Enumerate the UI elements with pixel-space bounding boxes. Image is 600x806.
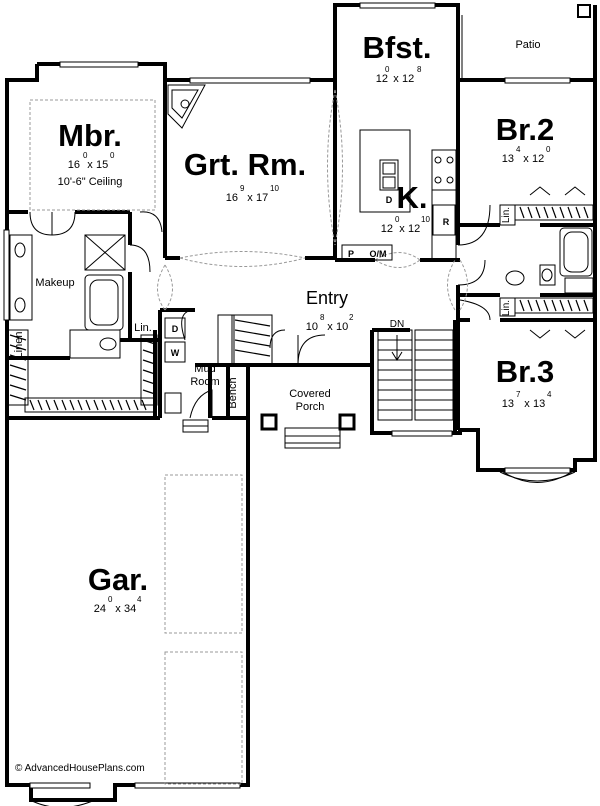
- room-dim-br2-w: 13: [502, 153, 514, 165]
- room-dim-entry-di: 2: [349, 313, 354, 322]
- room-dim-entry-d: 10: [336, 321, 348, 333]
- closet-doors: [529, 186, 586, 339]
- closet-hatching: [9, 206, 589, 411]
- room-dim-sep: x: [247, 192, 253, 204]
- closets: [7, 204, 594, 413]
- room-name-mbr: Mbr.: [58, 118, 122, 153]
- room-dim-gar-d: 34: [124, 603, 136, 615]
- room-dim-kitchen-wi: 0: [395, 215, 400, 224]
- room-note-mbr: 10'-6" Ceiling: [58, 176, 123, 188]
- room-dim-gar-w: 24: [94, 603, 106, 615]
- room-dim-sep: x: [524, 398, 530, 410]
- room-dim-kitchen-w: 12: [381, 223, 393, 235]
- room-dim-grtrm-w: 16: [226, 192, 238, 204]
- label-lin-mbr: Lin.: [134, 322, 152, 334]
- windows: [3, 2, 571, 789]
- label-lin-br3: Lin.: [501, 300, 512, 316]
- label-mud-line1: Mud: [194, 363, 215, 375]
- room-dim-mbr-di: 0: [110, 151, 115, 160]
- room-dim-entry-w: 10: [306, 321, 318, 333]
- room-dim-br3-wi: 7: [516, 390, 521, 399]
- room-dim-sep: x: [523, 153, 529, 165]
- laundry: [164, 317, 186, 414]
- room-name-gar: Gar.: [88, 562, 148, 597]
- bath-fixtures: [9, 227, 594, 359]
- label-fridge: R: [443, 217, 450, 227]
- label-porch-line2: Porch: [296, 401, 325, 413]
- room-dim-br2-wi: 4: [516, 145, 521, 154]
- room-dim-mbr-w: 16: [68, 159, 80, 171]
- room-dim-sep: x: [393, 73, 399, 85]
- room-dim-kitchen-d: 12: [408, 223, 420, 235]
- fireplace-icon: [167, 84, 206, 129]
- room-dim-grtrm-wi: 9: [240, 184, 245, 193]
- label-porch-line1: Covered: [289, 388, 331, 400]
- room-dim-sep: x: [399, 223, 405, 235]
- label-dryer: D: [172, 324, 179, 334]
- label-pantry: P: [348, 249, 354, 259]
- dashed-openings: [29, 89, 468, 785]
- room-dim-gar-wi: 0: [108, 595, 113, 604]
- room-dim-sep: x: [115, 603, 121, 615]
- room-dim-grtrm-di: 10: [270, 184, 279, 193]
- door-swings: [29, 204, 491, 419]
- room-name-kitchen: K.: [397, 180, 428, 215]
- room-dim-kitchen-di: 10: [421, 215, 430, 224]
- room-name-br2: Br.2: [496, 112, 555, 147]
- room-dim-sep: x: [327, 321, 333, 333]
- kitchen-fixtures: [341, 129, 457, 261]
- label-linen: Linen: [13, 332, 25, 359]
- room-dim-bfst-wi: 0: [385, 65, 390, 74]
- room-name-grtrm: Grt. Rm.: [184, 147, 306, 182]
- room-dim-mbr-wi: 0: [83, 151, 88, 160]
- label-stair-down: DN: [390, 319, 404, 330]
- label-washer: W: [171, 348, 180, 358]
- label-oven-micro: O/M: [370, 249, 387, 259]
- label-lin-br2: Lin.: [501, 207, 512, 223]
- room-dim-grtrm-d: 17: [256, 192, 268, 204]
- label-patio: Patio: [515, 39, 540, 51]
- room-dim-mbr-d: 15: [96, 159, 108, 171]
- stairs: [377, 329, 454, 421]
- label-mud-line2: Room: [190, 376, 219, 388]
- room-dim-sep: x: [87, 159, 93, 171]
- room-dim-entry-wi: 8: [320, 313, 325, 322]
- porch: [182, 413, 356, 449]
- room-dim-br3-d: 13: [533, 398, 545, 410]
- room-dim-br3-di: 4: [547, 390, 552, 399]
- label-makeup: Makeup: [35, 277, 74, 289]
- room-dim-br2-di: 0: [546, 145, 551, 154]
- room-dim-br2-d: 12: [532, 153, 544, 165]
- room-name-bfst: Bfst.: [363, 30, 432, 65]
- label-dishwasher: D: [386, 195, 393, 205]
- patio: [457, 4, 591, 80]
- bay-windows: [29, 469, 576, 806]
- room-dim-gar-di: 4: [137, 595, 142, 604]
- label-bench: Bench: [227, 377, 239, 408]
- room-dim-br3-w: 13: [502, 398, 514, 410]
- room-name-entry: Entry: [306, 288, 348, 308]
- credit-text: © AdvancedHousePlans.com: [15, 763, 145, 774]
- room-dim-bfst-d: 12: [402, 73, 414, 85]
- room-dim-bfst-w: 12: [376, 73, 388, 85]
- room-dim-bfst-di: 8: [417, 65, 422, 74]
- room-name-br3: Br.3: [496, 354, 555, 389]
